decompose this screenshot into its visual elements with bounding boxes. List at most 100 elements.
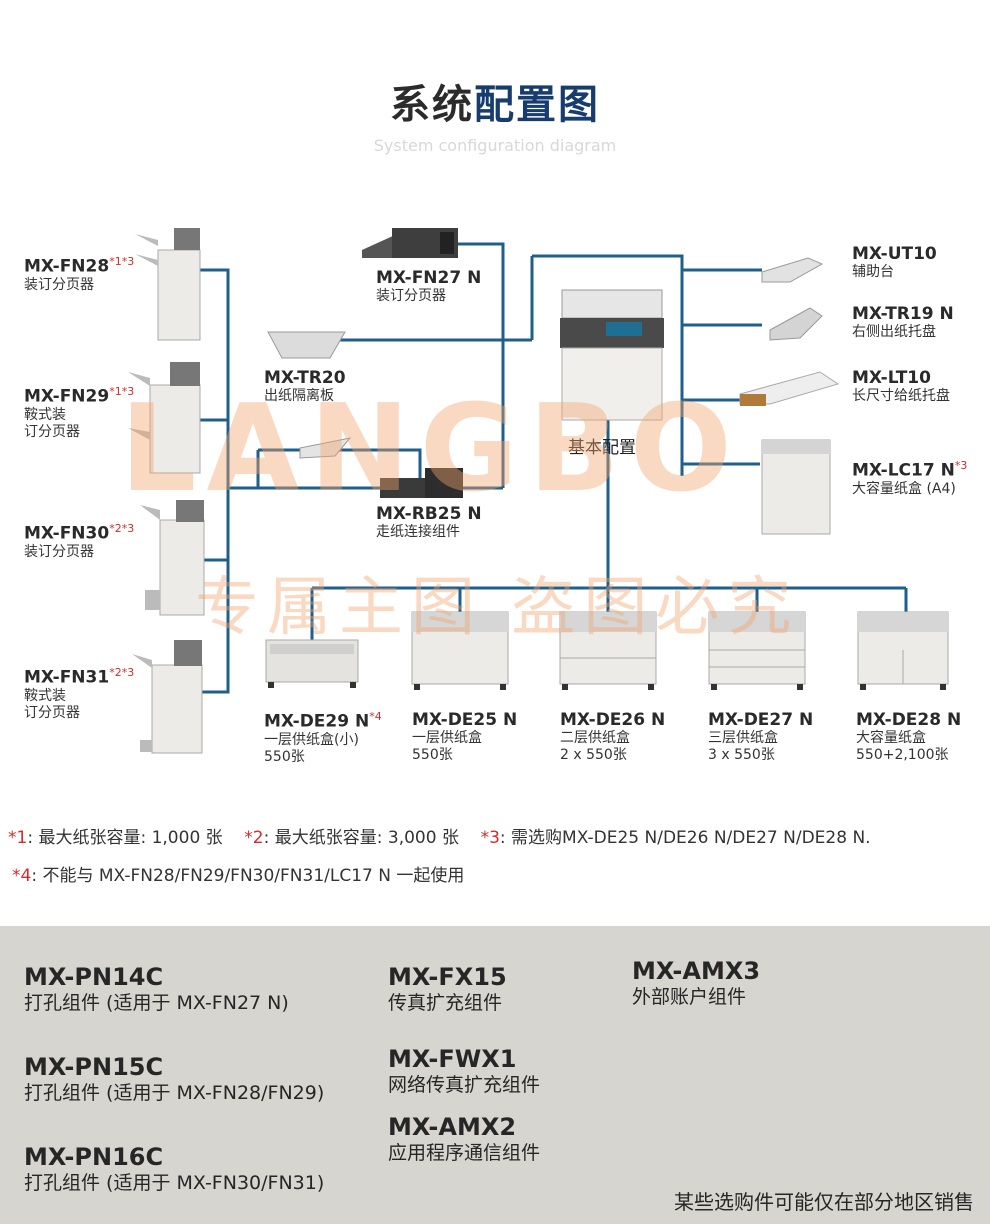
finisher-fn27-image (362, 228, 458, 258)
footnotes-row-2: *4: 不能与 MX-FN28/FN29/FN30/FN31/LC17 N 一起… (12, 861, 464, 886)
label-mx-de26n: MX-DE26 N 二层供纸盒 2 x 550张 (560, 710, 665, 764)
footnote-ref: *2*3 (109, 666, 135, 679)
long-paper-tray-image (739, 371, 840, 406)
code: MX-UT10 (852, 244, 937, 264)
code: MX-FN31 (24, 667, 110, 688)
bridge-unit-image (380, 468, 463, 498)
label-mx-fn29: MX-FN29*1*3 鞍式装 订分页器 (24, 385, 134, 441)
label-mx-fn28: MX-FN28*1*3 装订分页器 (24, 255, 134, 294)
footnote-ref: *1*3 (109, 385, 135, 398)
capacity: 550张 (412, 747, 453, 764)
label-mx-de28n: MX-DE28 N 大容量纸盒 550+2,100张 (856, 710, 961, 764)
label-mx-de27n: MX-DE27 N 三层供纸盒 3 x 550张 (708, 710, 813, 764)
option-desc: 打孔组件 (适用于 MX-FN28/FN29) (24, 1082, 325, 1104)
code: MX-LC17 N (852, 460, 955, 481)
right-exit-tray-image (769, 307, 823, 341)
separator-tray-image (267, 331, 346, 359)
base-unit-label: 基本配置 (568, 438, 636, 458)
option-desc: 外部账户组件 (632, 986, 747, 1008)
footnote-mark-2: *2 (244, 828, 264, 848)
option-desc: 打孔组件 (适用于 MX-FN27 N) (24, 992, 289, 1014)
label-mx-fn27n: MX-FN27 N 装订分页器 (376, 268, 481, 305)
option-mx-fwx1: MX-FWX1 网络传真扩充组件 (388, 1044, 540, 1098)
label-mx-fn30: MX-FN30*2*3 装订分页器 (24, 522, 134, 561)
code: MX-LT10 (852, 368, 931, 388)
option-mx-pn15c: MX-PN15C 打孔组件 (适用于 MX-FN28/FN29) (24, 1052, 324, 1106)
options-panel (0, 926, 990, 1224)
capacity: 550张 (264, 748, 305, 765)
availability-note: 某些选购件可能仅在部分地区销售 (674, 1190, 974, 1214)
option-mx-amx3: MX-AMX3 外部账户组件 (632, 956, 760, 1010)
code: MX-FN28 (24, 256, 110, 277)
label-mx-tr19n: MX-TR19 N 右侧出纸托盘 (852, 304, 954, 341)
capacity: 3 x 550张 (708, 747, 775, 764)
desc: 辅助台 (852, 264, 894, 281)
paper-deck-de26-image (559, 611, 657, 690)
label-mx-ut10: MX-UT10 辅助台 (852, 244, 937, 281)
label-mx-lc17n: MX-LC17 N*3 大容量纸盒 (A4) (852, 459, 967, 498)
footnote-ref: *4 (369, 710, 382, 723)
code: MX-FN29 (24, 386, 110, 407)
footnote-text-3: : 需选购MX-DE25 N/DE26 N/DE27 N/DE28 N. (499, 828, 871, 848)
page-title: 系统配置图 (0, 72, 990, 130)
code: MX-DE29 N (264, 711, 370, 732)
option-code: MX-PN14C (24, 963, 164, 991)
option-code: MX-PN16C (24, 1143, 164, 1171)
desc: 鞍式装 (24, 688, 66, 705)
desc: 装订分页器 (376, 288, 446, 305)
desc-2: 订分页器 (24, 704, 80, 721)
auxiliary-table-image (761, 257, 824, 283)
footnotes-row-1: *1: 最大纸张容量: 1,000 张 *2: 最大纸张容量: 3,000 张 … (8, 823, 871, 848)
option-mx-pn16c: MX-PN16C 打孔组件 (适用于 MX-FN30/FN31) (24, 1142, 324, 1196)
code: MX-DE28 N (856, 710, 962, 730)
desc: 一层供纸盒 (412, 730, 482, 747)
code: MX-DE25 N (412, 710, 518, 730)
finisher-fn30-image (140, 500, 205, 616)
label-mx-fn31: MX-FN31*2*3 鞍式装 订分页器 (24, 666, 134, 722)
desc: 装订分页器 (24, 277, 94, 294)
footnote-text-4: : 不能与 MX-FN28/FN29/FN30/FN31/LC17 N 一起使用 (31, 866, 465, 886)
capacity: 2 x 550张 (560, 747, 627, 764)
desc: 三层供纸盒 (708, 730, 778, 747)
connector-lines (200, 242, 908, 694)
paper-deck-de28-image (857, 611, 949, 690)
footnote-mark-3: *3 (480, 828, 500, 848)
option-code: MX-PN15C (24, 1053, 164, 1081)
label-mx-rb25n: MX-RB25 N 走纸连接组件 (376, 504, 482, 541)
option-code: MX-FWX1 (388, 1045, 517, 1073)
option-code: MX-FX15 (388, 963, 507, 991)
desc: 长尺寸给纸托盘 (852, 388, 950, 405)
option-code: MX-AMX2 (388, 1113, 517, 1141)
option-mx-amx2: MX-AMX2 应用程序通信组件 (388, 1112, 540, 1166)
footnote-ref: *2*3 (109, 522, 135, 535)
label-mx-tr20: MX-TR20 出纸隔离板 (264, 368, 346, 405)
option-desc: 打孔组件 (适用于 MX-FN30/FN31) (24, 1172, 325, 1194)
footnote-ref: *1*3 (109, 255, 135, 268)
configuration-diagram (128, 228, 949, 754)
desc: 一层供纸盒(小) (264, 732, 359, 749)
option-mx-fx15: MX-FX15 传真扩充组件 (388, 962, 507, 1016)
large-capacity-tray-image (761, 439, 831, 535)
desc: 二层供纸盒 (560, 730, 630, 747)
title-part2: 配置图 (474, 82, 600, 128)
code: MX-TR19 N (852, 304, 954, 324)
footnote-mark-4: *4 (12, 866, 32, 886)
page-subtitle: System configuration diagram (373, 136, 617, 155)
option-desc: 传真扩充组件 (388, 992, 503, 1014)
option-code: MX-AMX3 (632, 957, 761, 985)
footnote-mark-1: *1 (8, 828, 28, 848)
title-part1: 系统 (390, 82, 474, 128)
desc: 大容量纸盒 (A4) (852, 481, 956, 498)
desc: 走纸连接组件 (376, 524, 460, 541)
finisher-fn31-image (132, 640, 203, 754)
finisher-fn29-image (128, 362, 201, 474)
label-mx-de29n: MX-DE29 N*4 一层供纸盒(小) 550张 (264, 710, 382, 766)
paper-deck-de29-image (265, 639, 359, 688)
desc: 鞍式装 (24, 407, 66, 424)
finisher-fn28-image (135, 228, 201, 341)
footnote-ref: *3 (954, 459, 968, 472)
code: MX-DE27 N (708, 710, 814, 730)
code: MX-FN30 (24, 523, 110, 544)
desc: 右侧出纸托盘 (852, 324, 936, 341)
desc: 装订分页器 (24, 544, 94, 561)
